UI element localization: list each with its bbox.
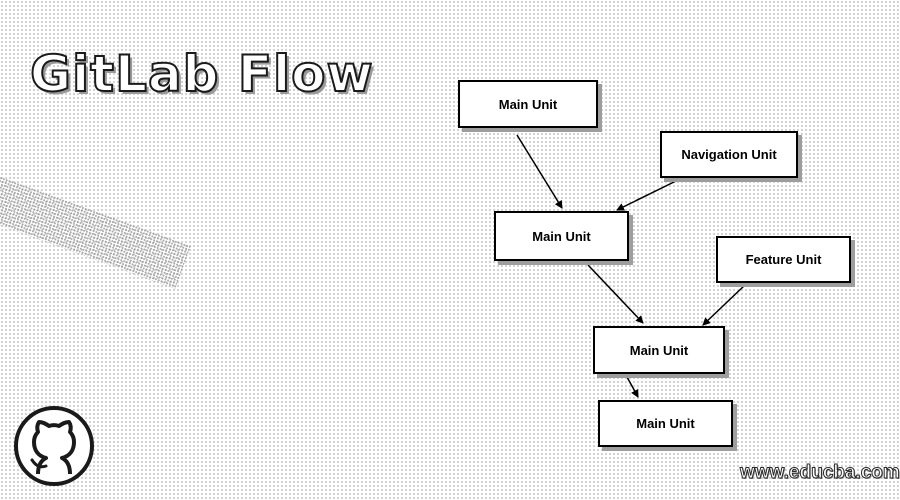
- edge-feature-to-main: [702, 284, 746, 326]
- website-watermark: www.educba.com: [740, 462, 900, 484]
- edge-main-to-main: [626, 376, 639, 398]
- github-octocat-icon: [14, 406, 94, 486]
- page-title: GitLab Flow: [29, 44, 374, 104]
- edge-main-to-main: [587, 264, 644, 324]
- main-unit-box: Main Unit: [458, 80, 598, 128]
- main-unit-box: Main Unit: [598, 400, 733, 447]
- edge-main-to-main: [516, 134, 563, 209]
- main-unit-box: Main Unit: [593, 326, 725, 374]
- edge-navigation-to-main: [616, 179, 679, 211]
- feature-unit-box: Feature Unit: [716, 236, 851, 283]
- main-unit-box: Main Unit: [494, 211, 629, 261]
- navigation-unit-box: Navigation Unit: [660, 131, 798, 178]
